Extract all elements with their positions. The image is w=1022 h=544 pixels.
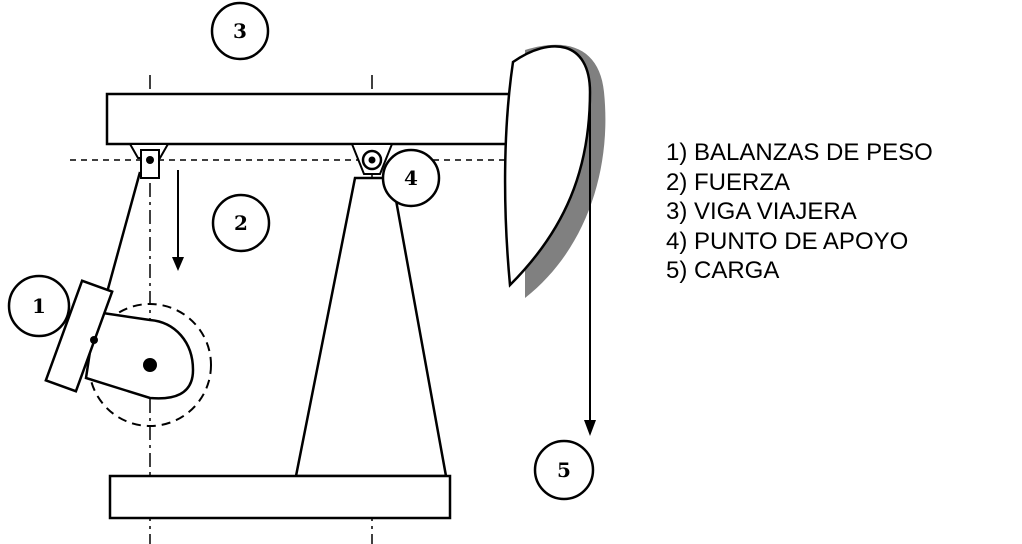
equalizer-pin [146, 156, 154, 164]
walking-beam [105, 92, 520, 146]
callout-1: 1 [7, 274, 71, 338]
legend-item-balanzas: 1) BALANZAS DE PESO [666, 139, 933, 166]
callout-2: 2 [211, 193, 271, 253]
callout-number: 2 [234, 211, 248, 235]
crank-arm [84, 310, 195, 400]
legend-item-fuerza: 2) FUERZA [666, 168, 791, 196]
callout-5: 5 [533, 439, 595, 501]
callout-number: 1 [32, 294, 46, 318]
legend-item-viga: 3) VIGA VIAJERA [666, 198, 857, 225]
force-arrowhead [172, 257, 184, 271]
callout-number: 4 [404, 166, 418, 190]
wrist-pin [90, 336, 98, 344]
crank-rotation-path [88, 303, 212, 427]
samson-post [294, 176, 448, 478]
saddle-bearing-pin [368, 156, 376, 164]
base [108, 474, 452, 520]
legend-item-carga: 5) CARGA [666, 257, 780, 284]
callout-number: 3 [233, 19, 247, 43]
legend: 1) BALANZAS DE PESO 2) FUERZA 3) VIGA VI… [666, 138, 933, 286]
load-arrowhead [584, 420, 596, 436]
callout-4: 4 [381, 148, 441, 208]
horse-head [503, 45, 592, 288]
crankshaft-center [143, 358, 157, 372]
callout-3: 3 [210, 1, 270, 61]
callout-number: 5 [557, 458, 571, 482]
legend-item-apoyo: 4) PUNTO DE APOYO [666, 227, 909, 255]
